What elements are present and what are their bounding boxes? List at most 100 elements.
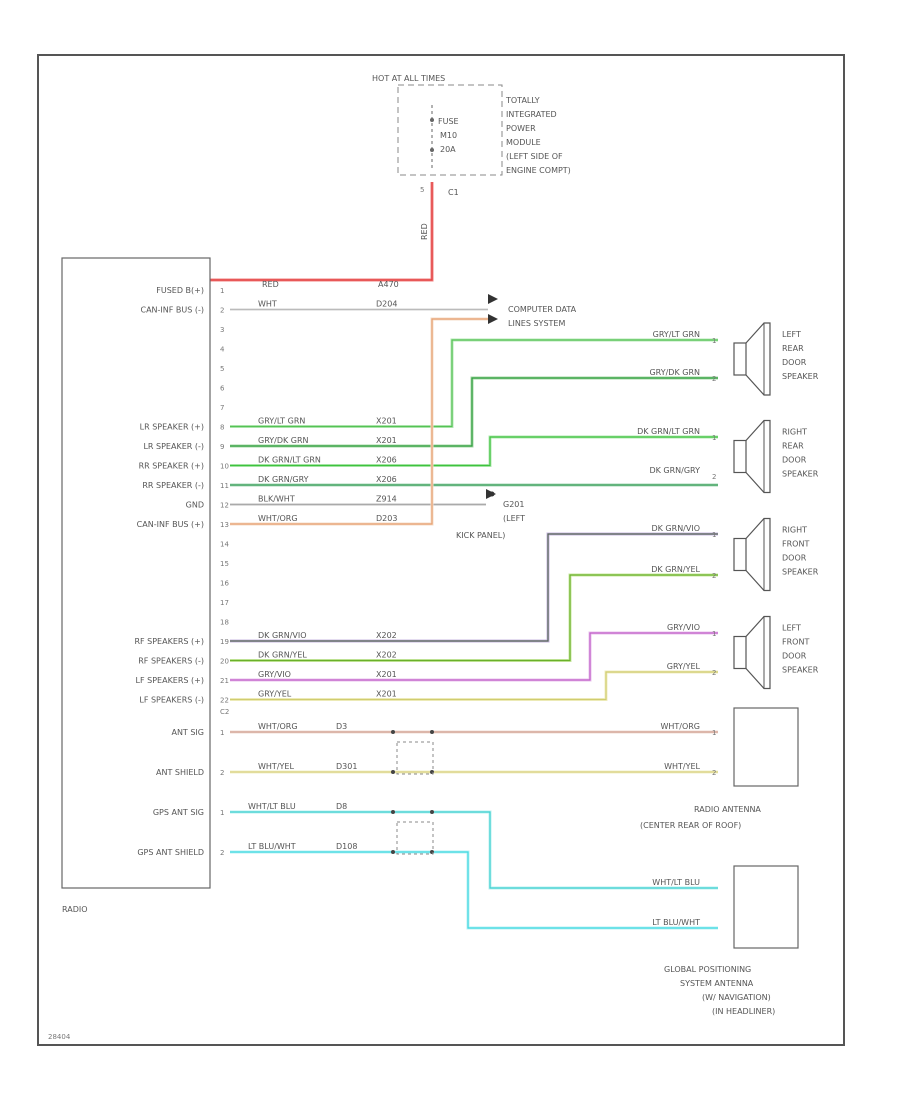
computer-data-label-1: COMPUTER DATA [508,305,577,314]
wire-lf-neg-color: GRY/YEL [258,690,292,699]
gps-antenna-box [733,865,799,949]
wire-lr-neg-color: GRY/DK GRN [258,436,309,445]
speaker-name: LEFT [782,330,801,339]
computer-data-label-2: LINES SYSTEM [508,319,565,328]
speaker-name: RIGHT [782,428,807,437]
speaker-wire-top: DK GRN/VIO [651,524,700,533]
ground-desc-2: KICK PANEL) [456,531,505,540]
speaker-wire-top: GRY/VIO [667,623,700,632]
speaker-name: DOOR [782,554,807,563]
wire-ant-sig-color: WHT/ORG [258,722,298,731]
footer-code: 28404 [48,1033,71,1041]
radio-pin-number: 18 [220,619,229,627]
speaker-name: FRONT [782,638,809,647]
wire-can-pos: WHT/ORG D203 [230,317,488,526]
splice-dot [391,770,395,774]
radio-antenna-pin-label: GPS ANT SHIELD [137,848,204,857]
radio-c2: C2 [220,708,229,716]
speaker-wire-bot: DK GRN/YEL [651,565,700,574]
wire-lf-neg: GRY/YEL X201 [230,670,718,701]
svg-text:2: 2 [712,769,716,777]
wire-rf-neg-color: DK GRN/YEL [258,651,307,660]
radio-pin-number: 12 [220,502,229,510]
wire-gnd-circuit: Z914 [376,495,397,504]
radio-pin-number: 9 [220,443,224,451]
wire-lf-neg-circuit: X201 [376,690,397,699]
wire-can-pos-color: WHT/ORG [258,514,298,523]
speaker-wire-bot: GRY/YEL [667,662,701,671]
radio-pin-number: 11 [220,482,229,490]
gps-antenna-wire-top: WHT/LT BLU [652,878,700,887]
wire-gps-sh-circuit: D108 [336,842,357,851]
fuse-label-1: FUSE [438,117,459,126]
wire-can-neg: WHT D204 [230,300,488,311]
wire-gps-sig-color: WHT/LT BLU [248,802,296,811]
radio-pin-number: 4 [220,346,225,354]
speaker-name: SPEAKER [782,372,819,381]
splice-dot [391,850,395,854]
gps-antenna-name-2: SYSTEM ANTENNA [680,979,754,988]
speaker-pin: 2 [712,375,716,383]
gps-antenna-wire-bot: LT BLU/WHT [652,918,700,927]
module-label-4: MODULE [506,138,541,147]
radio-pin-number: 2 [220,307,224,315]
radio-antenna-pin-label: ANT SHIELD [156,768,204,777]
fuse-symbol [430,105,434,170]
wire-rr-neg: DK GRN/GRY X206 [230,475,718,487]
wire-ant-sh-circuit: D301 [336,762,357,771]
radio-pin-label: LF SPEAKERS (+) [136,676,204,685]
fuse-pin: 5 [420,186,424,194]
wire-can-pos-circuit: D203 [376,514,397,523]
splice-dot [430,810,434,814]
gps-antenna-name-1: GLOBAL POSITIONING [664,965,751,974]
speaker-name: LEFT [782,624,801,633]
module-label-1: TOTALLY [505,96,540,105]
gps-antenna-name-4: (IN HEADLINER) [712,1007,775,1016]
computer-data-arrows [488,294,498,324]
radio-antenna-wire-top: WHT/ORG [660,722,700,731]
radio-pin-number: 6 [220,385,225,393]
ground-symbol [486,489,496,499]
module-label-2: INTEGRATED [506,110,557,119]
radio-pin-number: 14 [220,541,229,549]
fused-wire-circuit: A470 [378,280,399,289]
radio-pin-number: 17 [220,599,229,607]
splice-dot [430,730,434,734]
wire-can-neg-color: WHT [258,300,277,309]
module-label-5: (LEFT SIDE OF [506,152,563,161]
radio-pin-label: RR SPEAKER (+) [139,462,204,471]
radio-box [61,257,211,889]
wire-rr-neg-circuit: X206 [376,475,397,484]
radio-pin-label: FUSED B(+) [156,286,204,295]
speaker-name: FRONT [782,540,809,549]
radio-pin-number: 16 [220,580,229,588]
radio-pin-label: CAN-INF BUS (-) [140,306,204,315]
radio-pin-label: RF SPEAKERS (-) [138,657,204,666]
radio-pin-number: 22 [220,697,229,705]
radio-pin-label: RR SPEAKER (-) [142,481,204,490]
radio-pin-number: 20 [220,658,229,666]
diagram-border [37,54,845,1046]
fuse-wire-label: RED [420,223,429,240]
wire-can-neg-circuit: D204 [376,300,397,309]
radio-pin-number: 7 [220,404,224,412]
wire-rf-pos-circuit: X202 [376,631,397,640]
radio-antenna-pin-label: ANT SIG [171,728,204,737]
wire-rf-neg: DK GRN/YEL X202 [230,573,718,662]
radio-antenna-wire-bot: WHT/YEL [664,762,700,771]
speaker-name: SPEAKER [782,666,819,675]
wire-rr-pos-color: DK GRN/LT GRN [258,456,321,465]
speaker-pin: 1 [712,630,716,638]
radio-antenna-name-1: RADIO ANTENNA [694,805,761,814]
wire-rr-neg-color: DK GRN/GRY [258,475,309,484]
wire-rf-neg-circuit: X202 [376,651,397,660]
